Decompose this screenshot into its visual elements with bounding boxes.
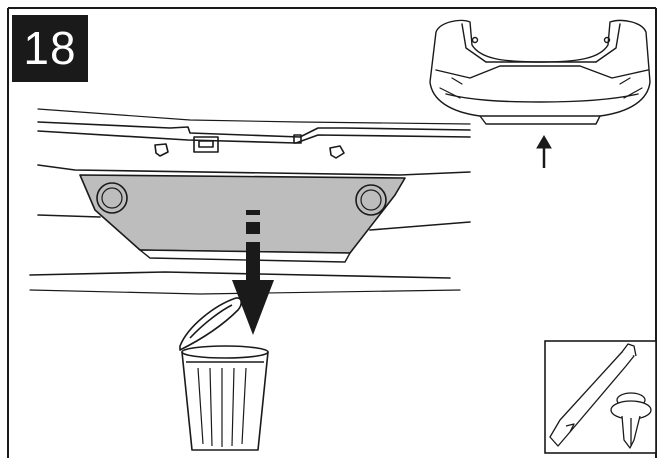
clip-bracket-icon: [193, 136, 219, 153]
clip-small-icon: [293, 134, 302, 144]
trim-removal-tool-icon: [549, 343, 637, 447]
remove-arrow-icon: [232, 210, 274, 335]
inset-pointer-arrow-icon: [536, 135, 552, 168]
push-clip-icon: [610, 392, 652, 449]
bumper-overview-inset: [429, 19, 651, 125]
clip-right-icon: [329, 145, 345, 159]
clip-left-icon: [154, 143, 169, 157]
bumper-main-view: [29, 108, 471, 295]
trash-can-icon: [179, 297, 269, 451]
lower-bumper-panel: [79, 174, 406, 263]
reflector-left-icon: [96, 182, 128, 214]
reflector-right-icon: [355, 184, 387, 216]
tools-inset: [544, 340, 657, 454]
step-number-badge: 18: [12, 15, 88, 82]
